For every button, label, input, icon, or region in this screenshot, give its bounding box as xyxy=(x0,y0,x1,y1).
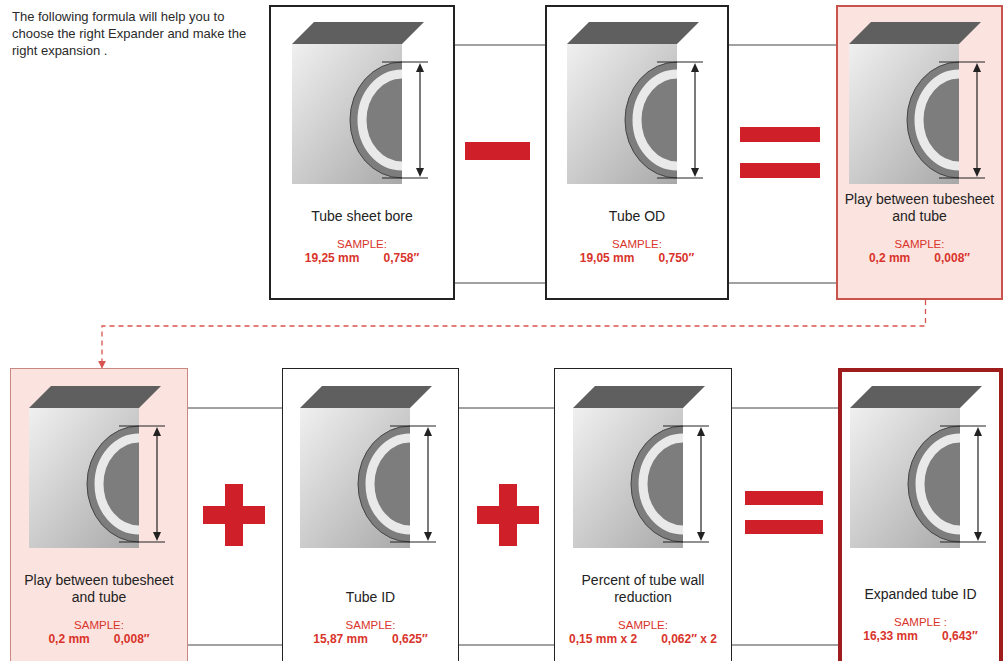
joining-line xyxy=(188,408,282,409)
dashed-carry-arrow xyxy=(102,300,926,368)
sample-values-row: 15,87 mm 0,625″ xyxy=(313,632,427,647)
tube-sheet-figure xyxy=(29,386,165,548)
formula-box: Expanded tube ID SAMPLE :16,33 mm 0,643″ xyxy=(838,368,1003,661)
tube-sheet-figure xyxy=(573,386,709,548)
joining-line xyxy=(729,45,836,46)
box-label: Tube OD xyxy=(603,208,671,225)
formula-box: Tube OD SAMPLE:19,05 mm 0,750″ xyxy=(545,5,729,300)
minus-sign xyxy=(465,142,530,160)
formula-box: Tube ID SAMPLE:15,87 mm 0,625″ xyxy=(282,368,459,661)
joining-line xyxy=(455,45,545,46)
tube-sheet-figure xyxy=(850,386,986,548)
box-label: Tube ID xyxy=(340,589,401,606)
sample-value: 0,062″ x 2 xyxy=(661,632,717,647)
box-label: Expanded tube ID xyxy=(858,586,982,603)
tube-sheet-figure xyxy=(292,22,428,184)
sample-label: SAMPLE: xyxy=(74,618,124,632)
sample-values-row: 19,25 mm 0,758″ xyxy=(305,251,419,266)
sample-value: 0,643″ xyxy=(942,629,978,644)
sample-value: 15,87 mm xyxy=(313,632,368,647)
sample-label: SAMPLE: xyxy=(618,618,668,632)
sample-values-row: 16,33 mm 0,643″ xyxy=(863,629,977,644)
joining-line xyxy=(188,283,838,645)
equals-sign xyxy=(745,491,823,534)
tube-sheet-figure xyxy=(567,22,703,184)
sample-values-row: 0,2 mm 0,008″ xyxy=(869,251,970,266)
plus-sign xyxy=(203,484,265,546)
plus-sign xyxy=(477,484,539,546)
equals-sign xyxy=(740,127,820,178)
formula-box: Tube sheet boreSAMPLE:19,25 mm 0,758″ xyxy=(269,5,455,300)
sample-value: 0,750″ xyxy=(658,251,694,266)
sample-value: 0,008″ xyxy=(114,632,150,647)
play-box-fill xyxy=(836,5,1003,300)
sample-value: 16,33 mm xyxy=(863,629,918,644)
box-label: Percent of tube wall reduction xyxy=(555,572,731,606)
box-label: Play between tubesheet and tube xyxy=(11,572,187,606)
diagram-title: The following formula will help you to c… xyxy=(12,8,262,59)
sample-values-row: 0,2 mm 0,008″ xyxy=(48,632,149,647)
sample-values-row: 19,05 mm 0,750″ xyxy=(580,251,694,266)
joining-line xyxy=(459,408,554,409)
sample-value: 0,15 mm x 2 xyxy=(569,632,637,647)
joining-line xyxy=(732,408,838,409)
tube-sheet-figure xyxy=(849,22,985,184)
play-box-fill xyxy=(10,368,188,661)
sample-values-row: 0,15 mm x 2 0,062″ x 2 xyxy=(569,632,717,647)
formula-box: Percent of tube wall reductionSAMPLE:0,1… xyxy=(554,368,732,661)
sample-value: 19,25 mm xyxy=(305,251,360,266)
sample-label: SAMPLE: xyxy=(346,618,396,632)
sample-label: SAMPLE: xyxy=(337,237,387,251)
sample-value: 0,625″ xyxy=(392,632,428,647)
box-label: Play between tubesheet and tube xyxy=(838,191,1001,225)
tube-sheet-figure xyxy=(300,386,436,548)
box-label: Tube sheet bore xyxy=(305,208,418,225)
sample-value: 0,2 mm xyxy=(48,632,89,647)
sample-label: SAMPLE : xyxy=(894,615,947,629)
sample-value: 0,2 mm xyxy=(869,251,910,266)
formula-box: Play between tubesheet and tubeSAMPLE:0,… xyxy=(836,5,1003,300)
formula-box: Play between tubesheet and tubeSAMPLE:0,… xyxy=(10,368,188,661)
sample-value: 0,008″ xyxy=(934,251,970,266)
sample-label: SAMPLE: xyxy=(895,237,945,251)
sample-label: SAMPLE: xyxy=(612,237,662,251)
sample-value: 0,758″ xyxy=(383,251,419,266)
sample-value: 19,05 mm xyxy=(580,251,635,266)
